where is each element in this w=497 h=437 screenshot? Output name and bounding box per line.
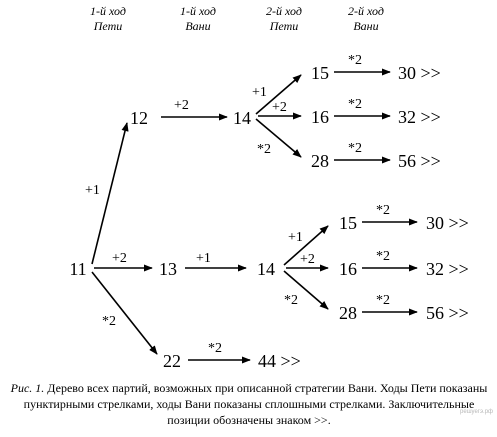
node-15-upper: 15 bbox=[311, 63, 329, 83]
header-4-line1: 2-й ход bbox=[348, 4, 384, 18]
header-2-line2: Вани bbox=[185, 19, 210, 33]
label-14-15-upper: +1 bbox=[252, 85, 267, 100]
result-32-lower: 32 >> bbox=[426, 259, 469, 279]
label-16-32-lower: *2 bbox=[376, 249, 390, 264]
header-4-line2: Вани bbox=[353, 19, 378, 33]
arrow-14-to-15-upper bbox=[255, 74, 302, 115]
label-22-44: *2 bbox=[208, 341, 222, 356]
label-12-14: +2 bbox=[174, 98, 189, 113]
figure-caption: Рис. 1. Дерево всех партий, возможных пр… bbox=[4, 380, 494, 428]
arrow-14-to-15-lower bbox=[283, 225, 329, 266]
arrow-11-to-12 bbox=[91, 122, 129, 265]
header-1-line2: Пети bbox=[93, 19, 123, 33]
result-30-upper: 30 >> bbox=[398, 63, 441, 83]
label-13-14: +1 bbox=[196, 251, 211, 266]
header-1-line1: 1-й ход bbox=[90, 4, 126, 18]
result-32-upper: 32 >> bbox=[398, 107, 441, 127]
node-14-lower: 14 bbox=[257, 259, 275, 279]
label-11-13: +2 bbox=[112, 251, 127, 266]
arrow-11-to-22 bbox=[91, 271, 158, 355]
label-15-30-upper: *2 bbox=[348, 53, 362, 68]
result-56-upper: 56 >> bbox=[398, 151, 441, 171]
node-14-upper: 14 bbox=[233, 108, 251, 128]
header-3-line1: 2-й ход bbox=[266, 4, 302, 18]
label-28-56-upper: *2 bbox=[348, 141, 362, 156]
node-15-lower: 15 bbox=[339, 213, 357, 233]
label-28-56-lower: *2 bbox=[376, 293, 390, 308]
tree-arrows bbox=[91, 68, 418, 364]
result-56-lower: 56 >> bbox=[426, 303, 469, 323]
label-11-22: *2 bbox=[102, 314, 116, 329]
result-30-lower: 30 >> bbox=[426, 213, 469, 233]
header-3-line2: Пети bbox=[269, 19, 299, 33]
move-labels: +1 +2 *2 +2 +1 +2 *2 *2 *2 *2 +1 +1 +2 *… bbox=[85, 53, 390, 356]
node-28-lower: 28 bbox=[339, 303, 357, 323]
caption-text: Дерево всех партий, возможных при описан… bbox=[23, 381, 488, 427]
label-11-12: +1 bbox=[85, 183, 100, 198]
arrow-14-to-28-upper bbox=[255, 118, 302, 158]
column-headers: 1-й ход Пети 1-й ход Вани 2-й ход Пети 2… bbox=[90, 4, 384, 33]
label-15-30-lower: *2 bbox=[376, 203, 390, 218]
node-16-lower: 16 bbox=[339, 259, 357, 279]
watermark: решуегэ.рф bbox=[460, 409, 493, 415]
figure-label: Рис. 1. bbox=[10, 381, 45, 395]
header-2-line1: 1-й ход bbox=[180, 4, 216, 18]
node-12: 12 bbox=[130, 108, 148, 128]
node-11: 11 bbox=[69, 259, 86, 279]
label-14-16-lower: +2 bbox=[300, 252, 315, 267]
label-14-16-upper: +2 bbox=[272, 100, 287, 115]
tree-nodes: 11 12 13 22 14 14 15 16 28 15 16 28 30 >… bbox=[69, 63, 468, 371]
node-28-upper: 28 bbox=[311, 151, 329, 171]
result-44: 44 >> bbox=[258, 351, 301, 371]
label-14-28-upper: *2 bbox=[257, 142, 271, 157]
label-14-28-lower: *2 bbox=[284, 293, 298, 308]
label-16-32-upper: *2 bbox=[348, 97, 362, 112]
node-16-upper: 16 bbox=[311, 107, 329, 127]
node-13: 13 bbox=[159, 259, 177, 279]
node-22: 22 bbox=[163, 351, 181, 371]
label-14-15-lower: +1 bbox=[288, 230, 303, 245]
arrow-14-to-28-lower bbox=[283, 270, 329, 310]
